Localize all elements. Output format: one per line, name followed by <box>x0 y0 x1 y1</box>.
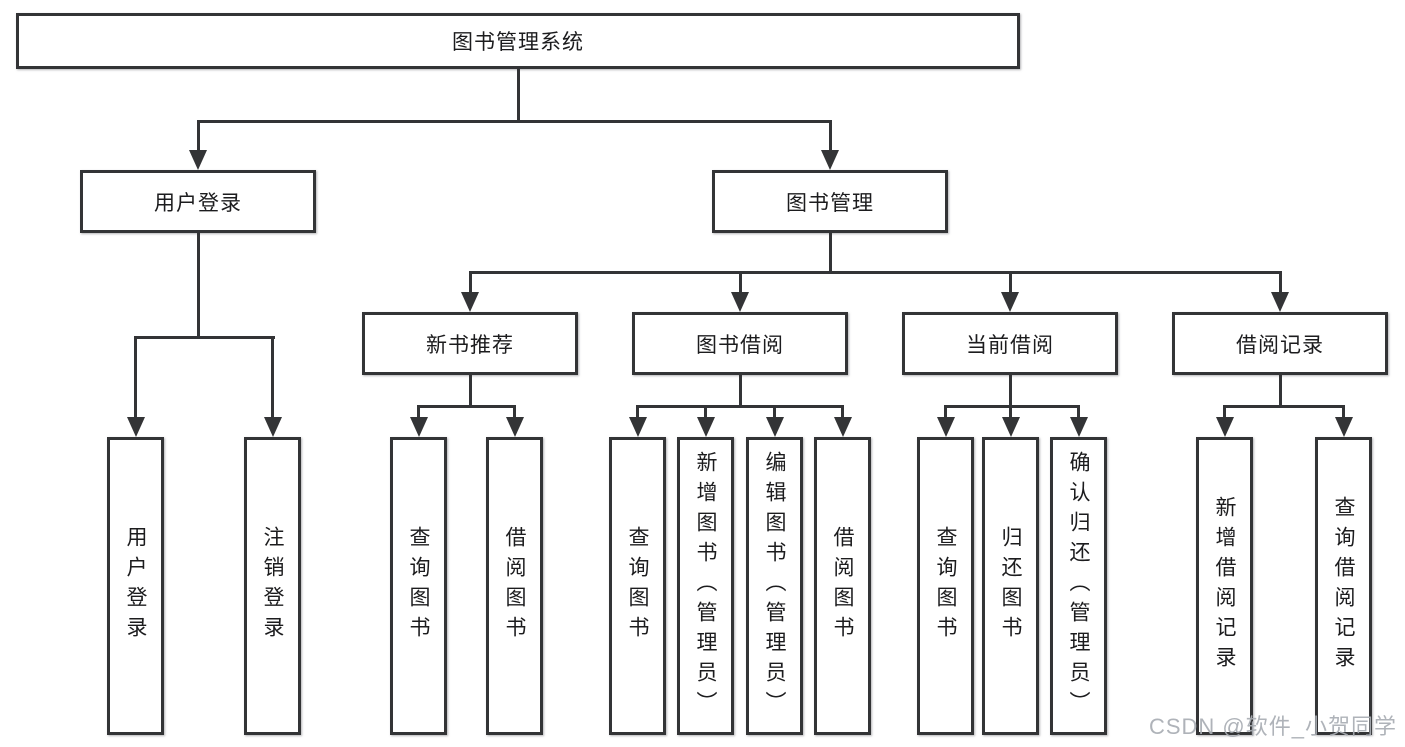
node-label: 新书推荐 <box>426 333 514 357</box>
arrow-down-icon <box>765 408 784 437</box>
node-label: 查询图书 <box>626 526 649 646</box>
leaf-query-borrow-records: 查询借阅记录 <box>1315 437 1372 735</box>
node-label: 借阅图书 <box>503 526 526 646</box>
arrow-down-icon <box>1069 408 1088 437</box>
node-label: 归还图书 <box>999 526 1022 646</box>
arrow-down-icon <box>189 123 207 170</box>
leaf-query-books-recommend: 查询图书 <box>390 437 447 735</box>
connector-current-stem <box>1008 375 1012 405</box>
connector-records-stem <box>1278 375 1282 405</box>
node-book-borrowing: 图书借阅 <box>632 312 848 375</box>
connector-userlogin-stem <box>196 233 200 336</box>
connector-recommend-rail <box>417 405 516 408</box>
connector-userlogin-rail <box>134 336 275 339</box>
connector-bookmgmt-rail <box>468 271 1282 274</box>
node-label: 新增图书（管理员） <box>694 451 717 721</box>
arrow-down-icon <box>628 408 647 437</box>
node-new-book-recommend: 新书推荐 <box>362 312 578 375</box>
node-label: 查询图书 <box>934 526 957 646</box>
node-book-management-branch: 图书管理 <box>712 170 948 233</box>
arrow-down-icon <box>731 274 749 312</box>
leaf-add-books-admin: 新增图书（管理员） <box>677 437 734 735</box>
arrow-down-icon <box>1271 274 1289 312</box>
node-label: 图书管理 <box>786 191 874 215</box>
leaf-return-books: 归还图书 <box>982 437 1039 735</box>
csdn-watermark: CSDN @软件_小贺同学 <box>1148 714 1397 739</box>
connector-root-rail <box>196 120 832 123</box>
connector-borrowing-stem <box>738 375 742 405</box>
node-label: 编辑图书（管理员） <box>763 451 786 721</box>
leaf-query-books-current: 查询图书 <box>917 437 974 735</box>
node-label: 借阅图书 <box>831 526 854 646</box>
leaf-user-login: 用户登录 <box>107 437 164 735</box>
leaf-borrow-books-recommend: 借阅图书 <box>486 437 543 735</box>
arrow-down-icon <box>936 408 955 437</box>
node-label: 新增借阅记录 <box>1213 496 1236 676</box>
arrow-down-icon <box>505 408 524 437</box>
node-label: 用户登录 <box>124 526 147 646</box>
leaf-logout: 注销登录 <box>244 437 301 735</box>
arrow-down-icon <box>126 339 145 437</box>
connector-bookmgmt-stem <box>828 233 832 271</box>
connector-recommend-stem <box>468 375 472 405</box>
leaf-query-books-borrowing: 查询图书 <box>609 437 666 735</box>
arrow-down-icon <box>1334 408 1353 437</box>
node-user-login-branch: 用户登录 <box>80 170 316 233</box>
arrow-down-icon <box>409 408 428 437</box>
leaf-borrow-books: 借阅图书 <box>814 437 871 735</box>
node-label: 借阅记录 <box>1236 333 1324 357</box>
node-label: 图书管理系统 <box>452 31 584 54</box>
node-label: 图书借阅 <box>696 333 784 357</box>
node-label: 用户登录 <box>154 191 242 215</box>
arrow-down-icon <box>1215 408 1234 437</box>
arrow-down-icon <box>1001 408 1020 437</box>
connector-current-rail <box>944 405 1080 408</box>
connector-borrowing-rail <box>636 405 844 408</box>
connector-root-stem <box>516 69 520 120</box>
node-label: 查询图书 <box>407 526 430 646</box>
node-label: 当前借阅 <box>966 333 1054 357</box>
node-label: 注销登录 <box>261 526 284 646</box>
arrow-down-icon <box>263 339 282 437</box>
arrow-down-icon <box>1001 274 1019 312</box>
leaf-confirm-return-admin: 确认归还（管理员） <box>1050 437 1107 735</box>
node-label: 确认归还（管理员） <box>1067 451 1090 721</box>
node-current-borrowing: 当前借阅 <box>902 312 1118 375</box>
connector-records-rail <box>1223 405 1345 408</box>
leaf-edit-books-admin: 编辑图书（管理员） <box>746 437 803 735</box>
leaf-add-borrow-record: 新增借阅记录 <box>1196 437 1253 735</box>
node-label: 查询借阅记录 <box>1332 496 1355 676</box>
arrow-down-icon <box>696 408 715 437</box>
node-library-management-system: 图书管理系统 <box>16 13 1020 69</box>
node-borrowing-records: 借阅记录 <box>1172 312 1388 375</box>
arrow-down-icon <box>821 123 839 170</box>
arrow-down-icon <box>461 274 479 312</box>
arrow-down-icon <box>833 408 852 437</box>
